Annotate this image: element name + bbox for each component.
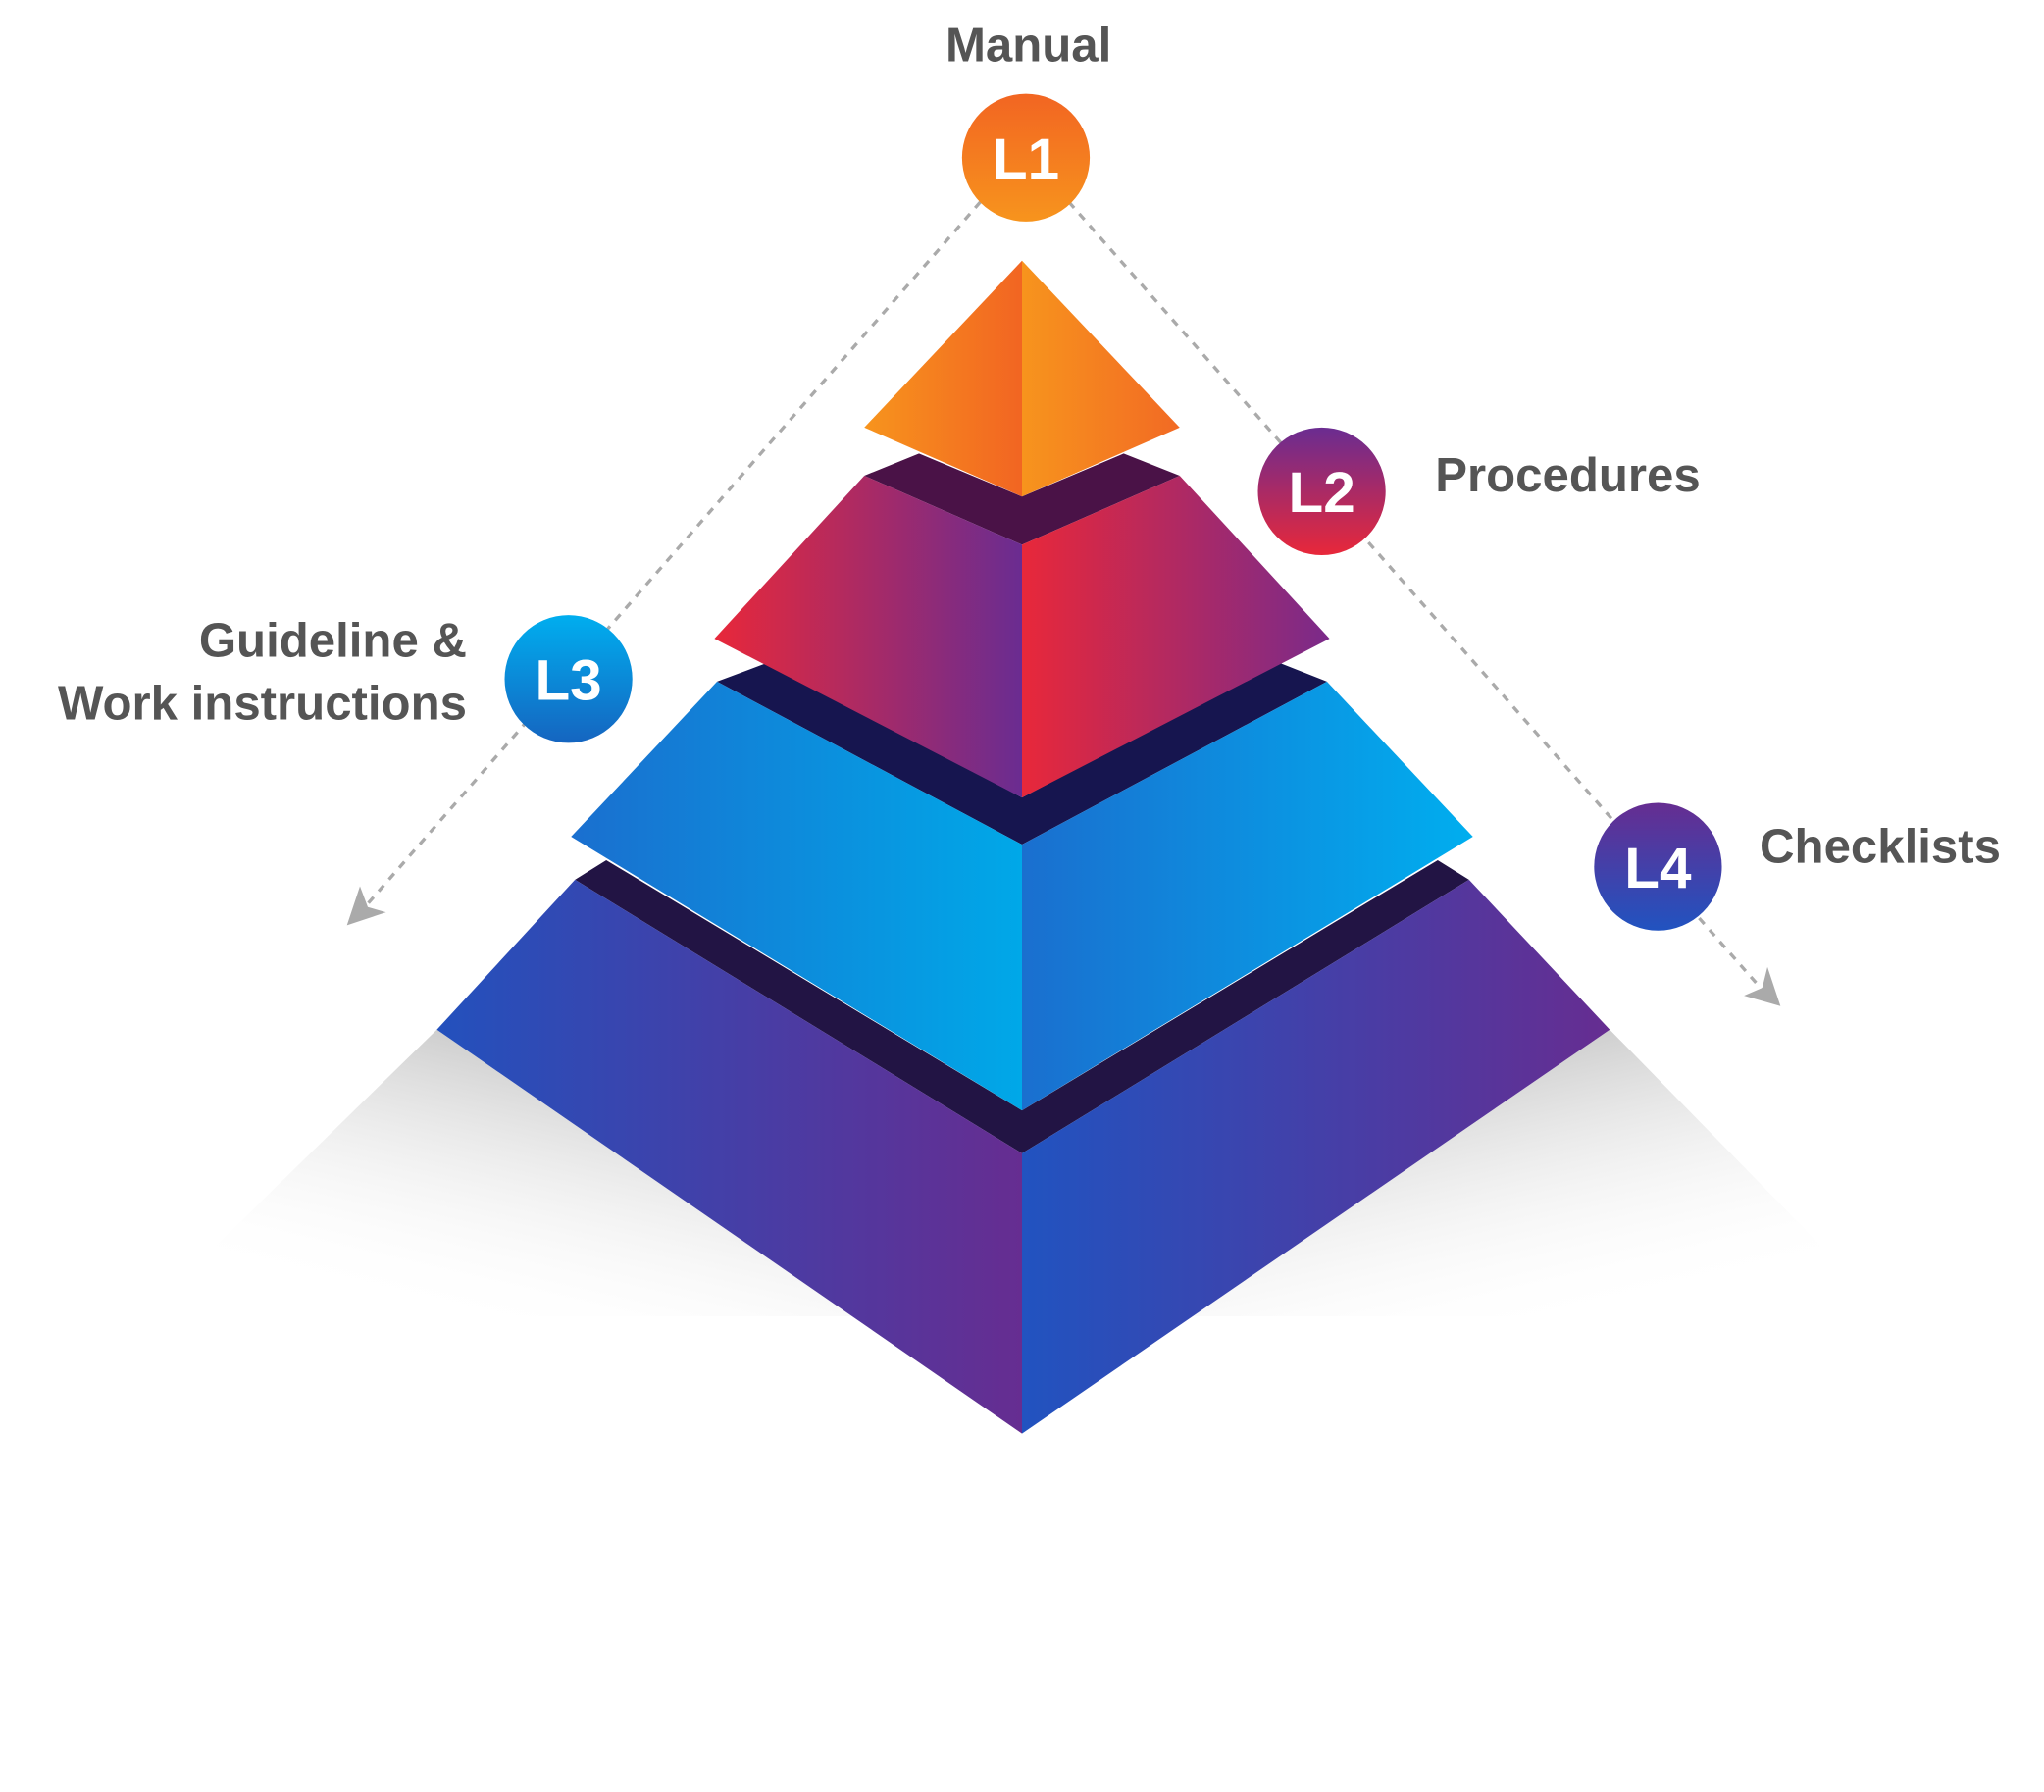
svg-text:L3: L3 xyxy=(535,649,601,713)
arrow-head-right-icon xyxy=(1744,966,1781,1006)
svg-text:L1: L1 xyxy=(993,128,1059,191)
svg-text:L2: L2 xyxy=(1288,461,1354,525)
pyramid-layer-4 xyxy=(436,859,1610,1434)
label-checklists: Checklists xyxy=(1760,820,2001,874)
dashed-arrow-left xyxy=(361,200,982,911)
shadow-left xyxy=(143,1029,1023,1434)
svg-text:L4: L4 xyxy=(1624,837,1692,900)
pyramid-layer-1 xyxy=(864,260,1180,497)
label-procedures: Procedures xyxy=(1435,448,1700,502)
label-guideline: Guideline & xyxy=(199,614,467,668)
badge-l2: L2 xyxy=(1257,427,1386,556)
badge-l1: L1 xyxy=(961,93,1091,222)
badge-l4: L4 xyxy=(1594,802,1722,931)
pyramid-layer-2 xyxy=(714,453,1330,798)
badge-l3: L3 xyxy=(504,615,633,743)
label-manual: Manual xyxy=(945,18,1111,72)
arrow-head-left-icon xyxy=(346,886,386,926)
pyramid-layer-3 xyxy=(571,661,1473,1111)
shadow-right xyxy=(1022,1029,1890,1434)
label-work-instructions: Work instructions xyxy=(58,676,467,730)
